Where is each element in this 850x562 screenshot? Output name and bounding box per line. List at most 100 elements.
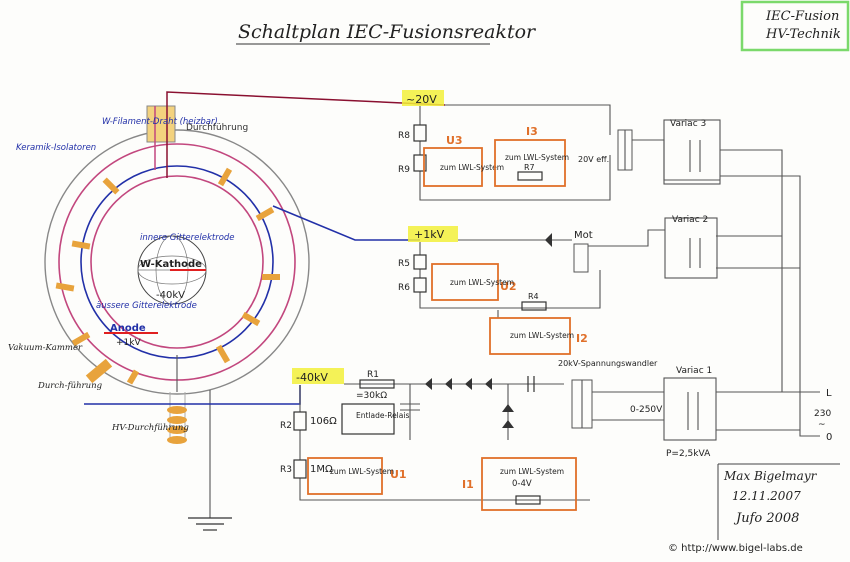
box-I3 bbox=[494, 139, 566, 187]
label-hv-trafo: 20kV-Spannungswandler bbox=[558, 359, 658, 368]
label-R1: R1 bbox=[367, 370, 379, 380]
label-range: 0-250V bbox=[630, 405, 663, 415]
label-U3: U3 bbox=[446, 134, 463, 147]
mains-bus: L 230 ~ 0 bbox=[716, 149, 832, 443]
relay-box bbox=[341, 403, 395, 435]
label-230: 230 bbox=[814, 409, 831, 419]
label-inner-grid: innere Gitterelektrode bbox=[140, 233, 235, 243]
highlight-1kv bbox=[408, 226, 458, 242]
label-R9: R9 bbox=[398, 165, 410, 175]
filament-ring bbox=[90, 175, 264, 349]
variac3-box bbox=[663, 119, 721, 185]
label-variac1: Variac 1 bbox=[676, 366, 712, 376]
label-feedthrough-left: Durch-führung bbox=[37, 381, 103, 391]
lwl-I1: zum LWL-System bbox=[500, 467, 564, 476]
label-r106: 106Ω bbox=[310, 416, 337, 427]
label-r1m: 1MΩ bbox=[310, 464, 333, 475]
label-mot: Mot bbox=[574, 230, 593, 241]
label-0-4v: 0-4V bbox=[512, 479, 532, 489]
lwl-U2: zum LWL-System bbox=[450, 278, 514, 287]
label-tilde: ~ bbox=[818, 420, 826, 430]
label-0: 0 bbox=[826, 432, 832, 443]
schematic-title: Schaltplan IEC-Fusionsreaktor bbox=[238, 21, 537, 43]
mot-transformer bbox=[573, 243, 589, 273]
left-feedthrough bbox=[85, 358, 113, 384]
highlight-20v bbox=[402, 90, 444, 106]
circuit-anode-1kv: +1kV R5 R6 U2 zum LWL-System R4 Mot Vari… bbox=[398, 215, 718, 355]
label-filament: W-Filament-Draht (heizbar) bbox=[102, 117, 218, 127]
diode-chain bbox=[425, 378, 492, 390]
signature-event: Jufo 2008 bbox=[733, 511, 799, 526]
label-hv-feed: HV-Durchführung bbox=[111, 423, 189, 433]
clamp-diodes bbox=[502, 404, 514, 428]
hv-feedthrough-rings bbox=[167, 406, 187, 444]
resistor-R7 bbox=[517, 171, 543, 181]
wire-anode-1kv bbox=[272, 205, 420, 241]
label-L: L bbox=[826, 388, 832, 399]
resistor-R9 bbox=[413, 154, 427, 172]
voltage-40kv: -40kV bbox=[296, 371, 328, 384]
label-R8: R8 bbox=[398, 131, 410, 141]
label-U1: U1 bbox=[390, 468, 407, 481]
box-I1 bbox=[481, 457, 577, 511]
label-vacuum: Vakuum-Kammer bbox=[8, 343, 83, 353]
highlight-40kv bbox=[292, 368, 344, 384]
circuit-cathode-40kv: -40kV R2 R3 106Ω 1MΩ R1 =30kΩ Entlade-Re… bbox=[280, 359, 717, 511]
lwl-U1: zum LWL-System bbox=[330, 467, 394, 476]
resistor-R5 bbox=[413, 254, 427, 270]
vessel-outer-wall bbox=[44, 129, 310, 395]
signature-block: Max Bigelmayr 12.11.2007 Jufo 2008 bbox=[717, 463, 840, 540]
label-I3: I3 bbox=[526, 125, 538, 138]
label-relais: Entlade-Relais bbox=[356, 411, 409, 420]
resistor-R1 bbox=[359, 379, 395, 389]
copyright: © http://www.bigel-labs.de bbox=[668, 543, 803, 554]
corner-tag-line1: IEC-Fusion bbox=[765, 9, 839, 24]
ceramic-insulators bbox=[55, 167, 280, 385]
label-U2: U2 bbox=[500, 280, 517, 293]
label-I1: I1 bbox=[462, 478, 474, 491]
filter-capacitor bbox=[400, 384, 420, 440]
label-variac3: Variac 3 bbox=[670, 119, 706, 129]
lwl-U3: zum LWL-System bbox=[440, 163, 504, 172]
box-U1 bbox=[307, 457, 383, 495]
resistor-R3 bbox=[293, 459, 307, 479]
lwl-I2: zum LWL-System bbox=[510, 331, 574, 340]
label-R6: R6 bbox=[398, 283, 410, 293]
voltage-1kv: +1kV bbox=[414, 228, 445, 241]
label-variac2: Variac 2 bbox=[672, 215, 708, 225]
box-I2 bbox=[489, 317, 571, 355]
label-anode: Anode bbox=[110, 323, 146, 334]
label-minus40-inner: -40kV bbox=[156, 290, 185, 301]
label-R4: R4 bbox=[528, 292, 539, 301]
resistor-R-I1 bbox=[515, 495, 541, 505]
resistor-R2 bbox=[293, 411, 307, 431]
corner-tag-box bbox=[740, 0, 850, 52]
label-R2: R2 bbox=[280, 421, 292, 431]
corner-tag-line2: HV-Technik bbox=[765, 27, 841, 42]
label-R5: R5 bbox=[398, 259, 410, 269]
circuit-filament-20v: ~20V R8 R9 U3 zum LWL-System I3 zum LWL-… bbox=[398, 90, 721, 201]
label-power: P=2,5kVA bbox=[666, 449, 711, 459]
label-20veff: 20V eff. bbox=[578, 155, 609, 164]
signature-date: 12.11.2007 bbox=[732, 489, 801, 503]
filament-supply-wire bbox=[166, 91, 446, 106]
label-outer-grid: äussere Gitterelektrode bbox=[96, 301, 197, 311]
ground-symbol bbox=[188, 390, 232, 531]
label-feedthrough-top: Durchführung bbox=[186, 123, 248, 133]
diode-1kv bbox=[545, 233, 552, 247]
label-plus1-inner: +1kV bbox=[116, 338, 141, 348]
voltage-20v: ~20V bbox=[406, 93, 437, 106]
signature-name: Max Bigelmayr bbox=[723, 469, 818, 483]
label-R3: R3 bbox=[280, 465, 292, 475]
label-I2: I2 bbox=[576, 332, 588, 345]
variac2-box bbox=[664, 217, 718, 279]
lwl-I3: zum LWL-System bbox=[505, 153, 569, 162]
label-R7: R7 bbox=[524, 163, 535, 172]
label-R1-value: =30kΩ bbox=[356, 391, 387, 401]
resistor-R8 bbox=[413, 124, 427, 142]
label-cathode: W-Kathode bbox=[140, 259, 202, 270]
box-U2 bbox=[431, 263, 499, 301]
wire-cathode-40kv bbox=[84, 385, 301, 405]
